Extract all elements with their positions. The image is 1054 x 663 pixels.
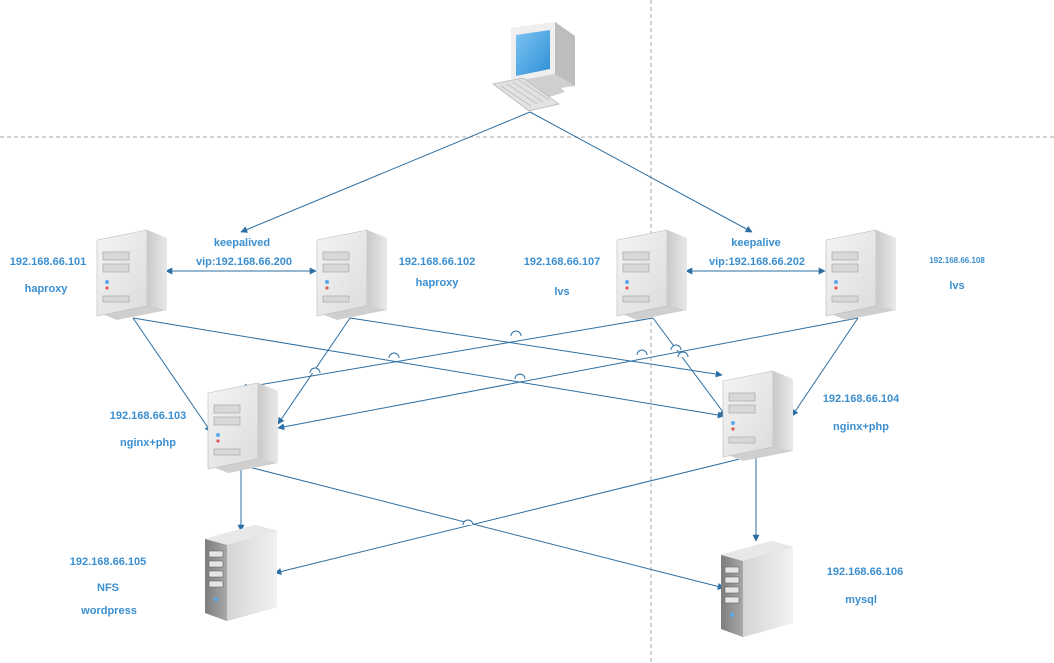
- hop-8: [462, 519, 474, 526]
- mysql-role-label: mysql: [845, 594, 877, 606]
- web1-role-label: nginx+php: [120, 437, 176, 449]
- hop-7: [677, 351, 689, 358]
- haproxy1-ip-label: 192.168.66.101: [9, 256, 87, 268]
- keepalived-left-name-label: keepalived: [213, 237, 271, 249]
- link-lvs1-web1: [240, 317, 654, 391]
- tower-server-haproxy2: [316, 229, 387, 320]
- hop-3: [514, 373, 526, 380]
- tower-server-haproxy1: [96, 229, 167, 320]
- storage-server-mysql: [721, 541, 793, 637]
- hop-5: [636, 349, 648, 356]
- hop-1: [510, 330, 522, 337]
- haproxy1-role-label: haproxy: [24, 283, 68, 295]
- link-lvs1-web2: [652, 317, 727, 417]
- lvs1-role-label: lvs: [554, 286, 570, 298]
- hop-6: [670, 344, 682, 351]
- web1-ip-label: 192.168.66.103: [109, 410, 187, 422]
- link-lvs2-web1: [277, 317, 859, 431]
- link-web1-mysql: [240, 464, 725, 590]
- mysql-ip-label: 192.168.66.106: [826, 566, 904, 578]
- haproxy2-role-label: haproxy: [415, 277, 459, 289]
- lvs2-role-label: lvs: [949, 280, 965, 292]
- link-web2-nfs: [274, 454, 757, 575]
- web2-ip-label: 192.168.66.104: [822, 393, 900, 405]
- link-haproxy1-web1: [132, 317, 212, 433]
- tower-server-lvs2: [825, 229, 896, 320]
- tower-server-lvs1: [616, 229, 687, 320]
- nfs-ip-label: 192.168.66.105: [69, 556, 147, 568]
- storage-server-nfs: [205, 525, 277, 621]
- lvs2-ip-label: 192.168.66.108: [929, 256, 985, 265]
- nfs-role-label: NFS: [97, 582, 119, 594]
- link-haproxy1-web2: [132, 317, 725, 419]
- link-client-haproxy2: [240, 111, 531, 233]
- keepalived-right-vip-label: vip:192.168.66.202: [708, 256, 806, 268]
- hop-4: [309, 367, 321, 374]
- desktop-computer-icon: [492, 22, 575, 112]
- tower-server-web2: [722, 370, 793, 461]
- hop-2: [388, 352, 400, 359]
- connections: [132, 111, 859, 590]
- web2-role-label: nginx+php: [833, 421, 889, 433]
- link-lvs2-web2: [791, 317, 859, 417]
- link-client-lvs1: [529, 111, 753, 233]
- keepalived-right-name-label: keepalive: [731, 237, 781, 249]
- keepalived-left-vip-label: vip:192.168.66.200: [195, 256, 293, 268]
- haproxy2-ip-label: 192.168.66.102: [398, 256, 476, 268]
- tower-server-web1: [207, 382, 278, 473]
- line-hops: [309, 330, 689, 526]
- nfs-extra-label: wordpress: [81, 605, 137, 617]
- lvs1-ip-label: 192.168.66.107: [523, 256, 601, 268]
- link-haproxy2-web2: [349, 317, 723, 378]
